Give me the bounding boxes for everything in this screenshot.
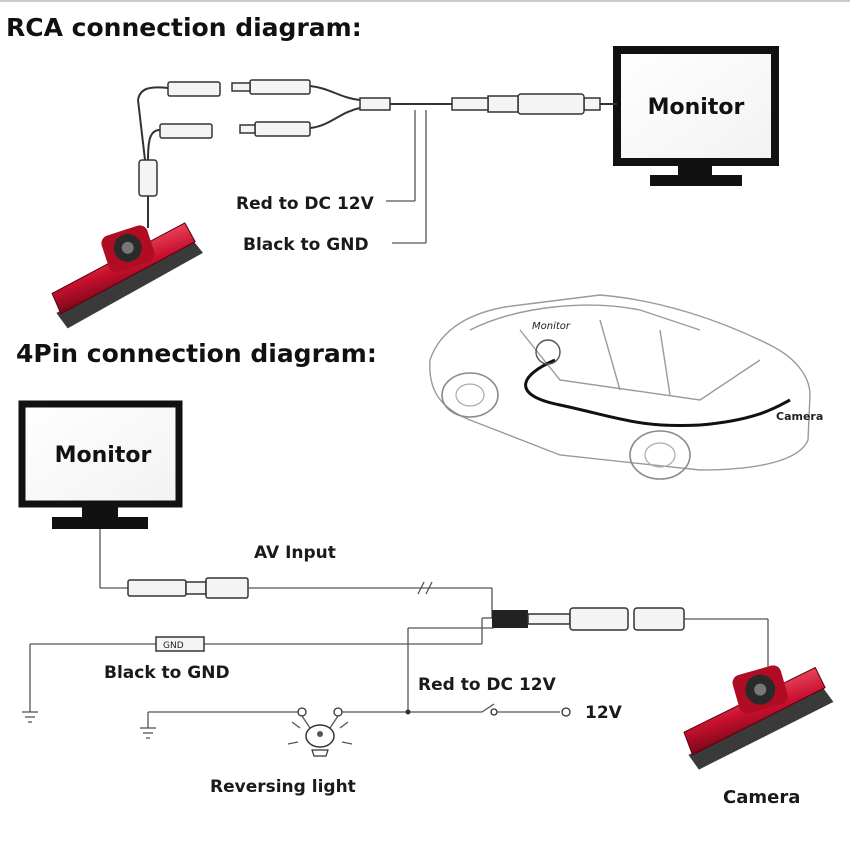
- fourpin-black-label: Black to GND: [104, 663, 230, 683]
- rca-camera: [51, 222, 203, 329]
- reversing-light-label: Reversing light: [210, 777, 356, 797]
- reversing-light-icon: [287, 715, 353, 757]
- rca-monitor-label: Monitor: [648, 95, 745, 120]
- av-input-label: AV Input: [254, 543, 336, 563]
- rca-red-label: Red to DC 12V: [236, 194, 375, 214]
- v12-label: 12V: [585, 703, 623, 723]
- fourpin-red-label: Red to DC 12V: [418, 675, 557, 695]
- rca-black-label: Black to GND: [243, 235, 369, 255]
- car-monitor-label: Monitor: [532, 321, 571, 332]
- fourpin-monitor-label: Monitor: [55, 443, 152, 468]
- fourpin-wiring: [22, 529, 769, 739]
- car-illustration: Monitor Camera: [429, 294, 823, 480]
- gnd-tag: GND: [163, 641, 184, 651]
- fourpin-camera-label: Camera: [723, 787, 800, 808]
- fourpin-camera: [683, 665, 834, 770]
- rca-monitor: Monitor: [613, 46, 779, 186]
- fourpin-monitor: Monitor: [18, 400, 183, 529]
- rca-heading: RCA connection diagram:: [6, 13, 362, 42]
- fourpin-heading: 4Pin connection diagram:: [16, 339, 377, 368]
- car-camera-label: Camera: [776, 410, 823, 423]
- rca-cable-harness: [136, 79, 617, 244]
